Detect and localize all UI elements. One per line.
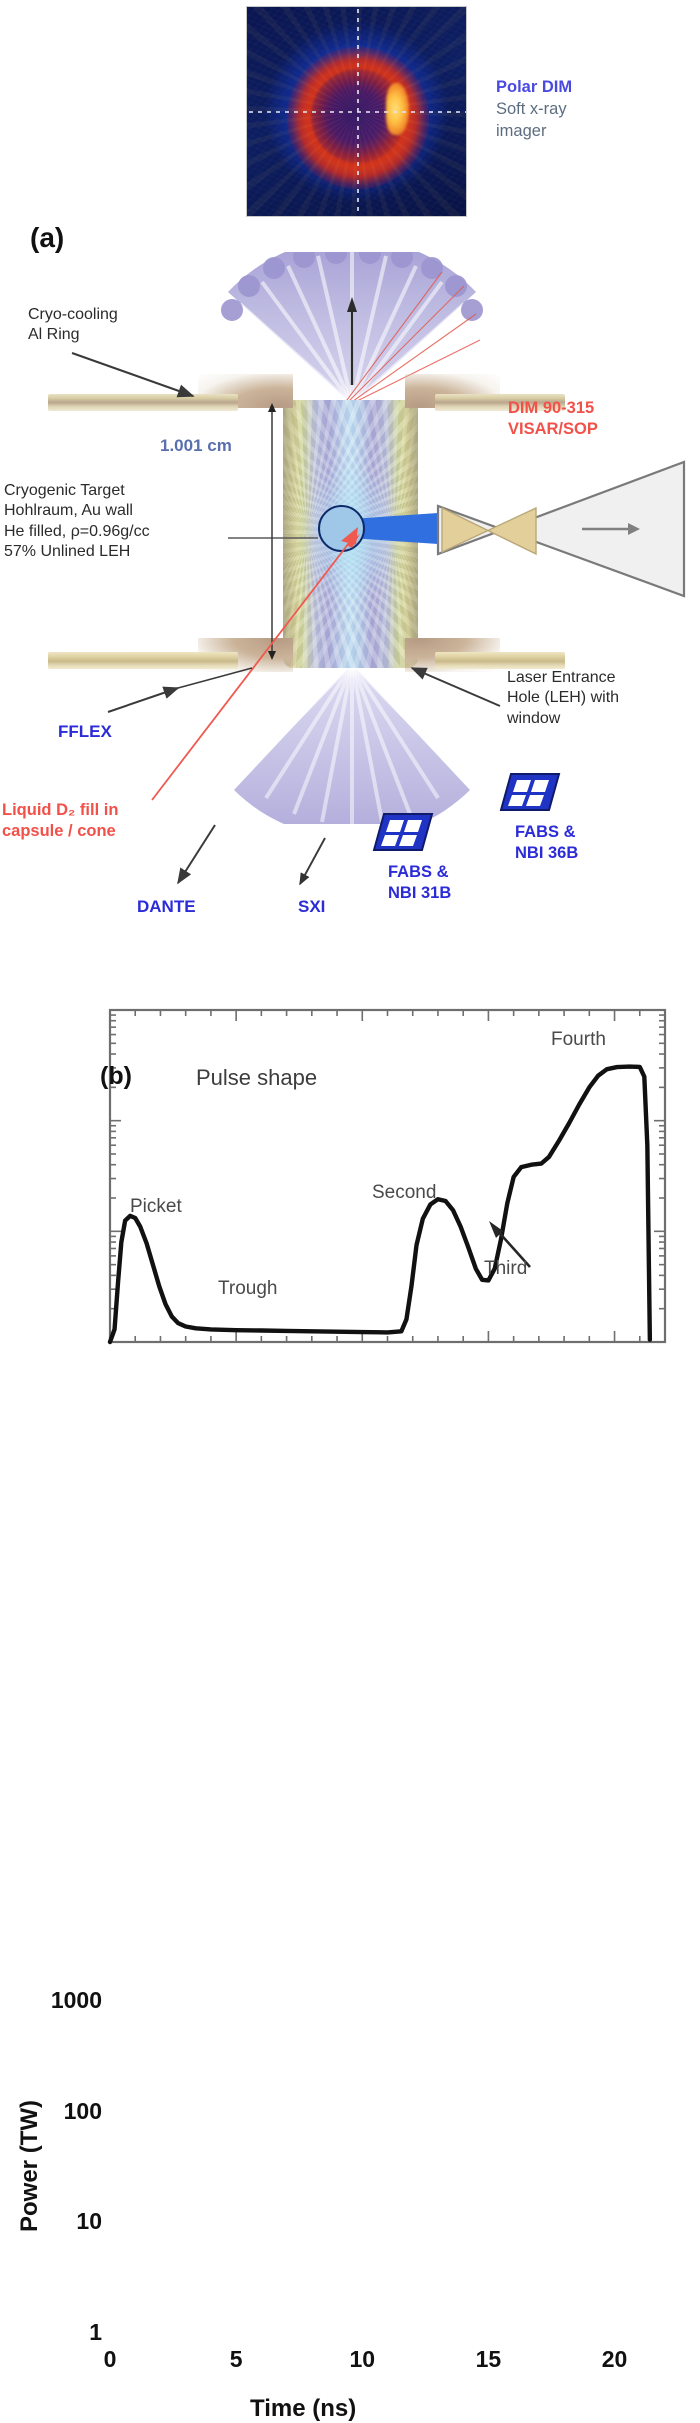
y-tick-100: 100 — [63, 2097, 102, 2124]
annotation-trough: Trough — [218, 1278, 278, 1299]
plot-frame — [108, 1008, 667, 1344]
label-dimension-1001cm: 1.001 cm — [160, 436, 232, 455]
label-dante: DANTE — [137, 897, 196, 916]
y-tick-1000: 1000 — [50, 1987, 102, 2013]
pulse-shape-curve — [107, 1064, 653, 1345]
label-fabs-nbi-36b: FABS & NBI 36B — [515, 823, 579, 863]
al-ring-top-left — [48, 394, 238, 411]
xray-caption: Polar DIM Soft x-ray imager — [496, 77, 686, 142]
label-fabs-nbi-31b: FABS & NBI 31B — [388, 863, 452, 903]
x-tick-20: 20 — [601, 2346, 628, 2372]
x-tick-10: 10 — [349, 2346, 376, 2372]
soft-xray-image — [246, 6, 467, 217]
chart-title: Pulse shape — [196, 1065, 318, 1090]
al-ring-bottom-left — [48, 652, 238, 669]
x-tick-0: 0 — [103, 2346, 117, 2372]
chart-canvas — [107, 1008, 667, 1345]
label-sxi: SXI — [298, 897, 326, 916]
label-liquid-d2-fill: Liquid D₂ fill in capsule / cone — [2, 801, 119, 841]
annotation-second: Second — [372, 1182, 437, 1203]
annotation-fourth: Fourth — [551, 1029, 606, 1050]
panel-a-label: (a) — [30, 222, 65, 253]
chart-x-axis-label: Time (ns) — [250, 2395, 357, 2422]
xray-caption-line3: imager — [496, 121, 547, 140]
hohlraum-left-edge — [283, 402, 297, 666]
y-tick-10: 10 — [76, 2208, 102, 2235]
xray-caption-line1: Polar DIM — [496, 78, 573, 96]
capsule — [318, 505, 365, 552]
xray-caption-line2: Soft x-ray — [496, 99, 567, 118]
label-dim-90-315-visar-sop: DIM 90-315 VISAR/SOP — [508, 399, 598, 439]
annotation-picket: Picket — [130, 1196, 182, 1217]
axis-ticks — [109, 1009, 666, 1343]
fabs-nbi-36b-icon — [499, 773, 561, 811]
label-cryogenic-target: Cryogenic Target Hohlraum, Au wall He fi… — [4, 482, 150, 561]
xray-hotspot — [386, 83, 409, 135]
visar-sop-cone — [436, 460, 686, 598]
x-tick-5: 5 — [229, 2346, 243, 2372]
annotation-overlay — [71, 297, 501, 886]
panel-b-label: (b) — [100, 1062, 132, 1090]
figure-root: Polar DIM Soft x-ray imager (a) — [0, 6, 700, 2422]
fabs-nbi-31b-icon — [372, 813, 434, 851]
label-laser-entrance-hole: Laser Entrance Hole (LEH) with window — [507, 669, 620, 727]
x-tick-15: 15 — [475, 2346, 502, 2372]
al-ring-top-right — [435, 394, 565, 411]
al-ring-bottom-right — [435, 652, 565, 669]
crosshair-horizontal-icon — [249, 111, 466, 113]
y-tick-1: 1 — [89, 2319, 102, 2345]
label-cryo-cooling-al-ring: Cryo-cooling Al Ring — [28, 306, 118, 344]
annotation-third: Third — [484, 1258, 528, 1279]
third-annotation-arrow — [489, 1221, 531, 1268]
label-fflex: FFLEX — [58, 722, 112, 741]
